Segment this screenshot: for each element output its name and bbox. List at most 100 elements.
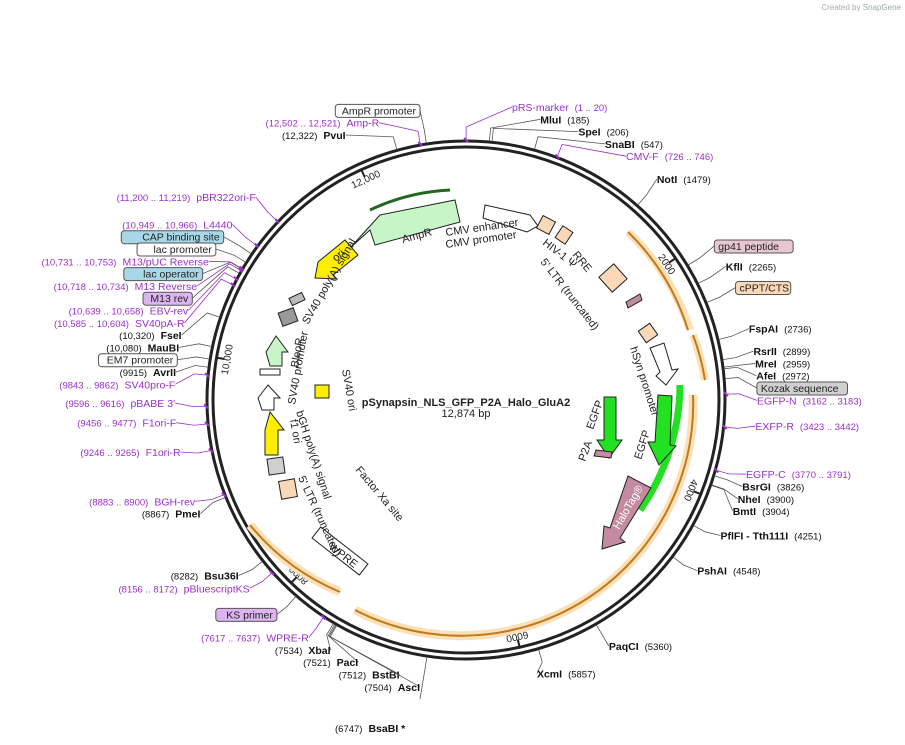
- site-leader-line: [308, 617, 324, 638]
- credit-prefix: Created by: [821, 3, 861, 12]
- site-ampr-promoter[interactable]: AmpR promoter: [334, 103, 427, 144]
- site-range: (10,585 .. 10,604): [54, 319, 129, 330]
- site-prs-marker[interactable]: pRS-marker(1 .. 20): [463, 102, 608, 143]
- site-amp-r[interactable]: (12,502 .. 12,521)Amp-R: [266, 118, 424, 147]
- site-cap-binding-site[interactable]: CAP binding site: [120, 230, 252, 255]
- site-bsabi[interactable]: (6747)BsaBI *: [335, 656, 428, 735]
- site-asci[interactable]: (7504)AscI: [329, 625, 421, 694]
- site-noti[interactable]: NotI(1479): [637, 174, 711, 206]
- site-lac-promoter[interactable]: lac promoter: [136, 242, 246, 263]
- primer-mark: [463, 137, 469, 143]
- site-label: EGFP-C(3770 .. 3791): [746, 469, 851, 481]
- site-leader-line: [184, 278, 234, 324]
- site-ks-primer[interactable]: KS primer: [215, 596, 297, 622]
- site-label: AmpR promoter: [342, 105, 417, 117]
- enzyme-name: AfeI: [756, 371, 776, 383]
- site-pbluescriptks[interactable]: (8156 .. 8172)pBluescriptKS: [119, 570, 275, 595]
- site-f1ori-f[interactable]: (9456 .. 9477)F1ori-F: [77, 418, 210, 430]
- enzyme-position: (4251): [794, 532, 821, 543]
- site-lac-operator[interactable]: lac operator: [123, 261, 242, 282]
- site-leader-line: [419, 656, 428, 700]
- tick-mark: [359, 168, 366, 178]
- site-leader-line: [181, 312, 220, 336]
- site-pmei[interactable]: (8867)PmeI: [142, 497, 226, 521]
- site-leader-line: [723, 363, 756, 368]
- site-kozak-sequence[interactable]: Kozak sequence: [725, 377, 848, 396]
- site-leader-line: [724, 366, 757, 377]
- orange-bands: [246, 229, 709, 641]
- enzyme-position: (7504): [364, 683, 391, 694]
- site-paci[interactable]: (7521)PacI: [303, 624, 359, 669]
- site-fspai[interactable]: FspAI(2736): [718, 324, 812, 340]
- site-box: [142, 291, 193, 306]
- site-sv40pa-r[interactable]: (10,585 .. 10,604)SV40pA-R: [54, 278, 236, 330]
- site-bsrgi[interactable]: BsrGI(3826): [714, 475, 805, 494]
- green-arc-amp: [369, 188, 451, 212]
- site-egfp-c[interactable]: EGFP-C(3770 .. 3791): [713, 467, 851, 481]
- site-pbabe-3-[interactable]: (9596 .. 9616)pBABE 3': [65, 398, 209, 410]
- site-cppt-cts[interactable]: cPPT/CTS: [706, 281, 792, 303]
- site-mrei[interactable]: MreI(2959): [723, 358, 810, 370]
- site-egfp-n[interactable]: EGFP-N(3162 .. 3183): [723, 391, 862, 407]
- plasmid-size: 12,874 bp: [442, 408, 491, 420]
- enzyme-position: (206): [607, 128, 629, 139]
- egfp-arrow-2: [647, 394, 677, 466]
- site-m13-rev[interactable]: M13 rev: [142, 266, 240, 306]
- enzyme-name: NotI: [657, 174, 677, 186]
- enzyme-position: (8282): [171, 572, 198, 583]
- site-box: [735, 281, 792, 296]
- site-bstbi[interactable]: (7512) BstBI: [328, 624, 400, 682]
- site-name: WPRE-R: [266, 633, 309, 645]
- site-rsrii[interactable]: RsrII(2899): [722, 346, 810, 361]
- site-bsu36i[interactable]: (8282)Bsu36I: [171, 561, 263, 583]
- site-pshai[interactable]: PshAI(4548): [672, 556, 760, 578]
- site-bmti[interactable]: BmtI(3904): [711, 484, 790, 518]
- site-m13-reverse[interactable]: (10,718 .. 10,734)M13 Reverse: [54, 263, 244, 293]
- site-l4440[interactable]: (10,949 .. 10,966)L4440: [122, 219, 260, 249]
- site-cmv-f[interactable]: CMV-F(726 .. 746): [554, 143, 713, 163]
- site-bgh-rev[interactable]: (8883 .. 8900)BGH-rev: [89, 492, 227, 509]
- site-snabi[interactable]: SnaBI(547): [534, 136, 663, 151]
- site-range: (12,502 .. 12,521): [266, 119, 341, 130]
- site-exfp-r[interactable]: EXFP-R(3423 .. 3442): [721, 421, 859, 433]
- site-spei[interactable]: SpeI(206): [491, 127, 629, 142]
- site-pflfi[interactable]: PflFI - Tth111I(4251): [693, 525, 822, 543]
- site-xcmi[interactable]: XcmI(5857): [536, 649, 596, 681]
- tick-label: 10,000: [220, 343, 236, 375]
- site-em7-promoter[interactable]: EM7 promoter: [98, 353, 210, 368]
- site-box: [98, 353, 178, 368]
- site-sv40pro-f[interactable]: (9843 .. 9862)SV40pro-F: [59, 372, 210, 391]
- site-leader-line: [326, 623, 334, 651]
- site-leader-line: [688, 245, 715, 266]
- enzyme-position: (7512): [339, 671, 366, 682]
- enzyme-position: (10,320): [119, 331, 154, 342]
- site-label: (7512) BstBI: [339, 670, 400, 682]
- enzyme-position: (547): [641, 140, 663, 151]
- site-nhei[interactable]: NheI(3900): [711, 484, 794, 506]
- site-name: pBR322ori-F: [196, 192, 256, 204]
- hiv-psi-box: [535, 214, 557, 236]
- site-f1ori-r[interactable]: (9246 .. 9265)F1ori-R: [80, 447, 214, 459]
- tick-mark: [693, 490, 703, 496]
- site-kfli[interactable]: KflI(2265): [698, 261, 776, 284]
- site-leader-line: [238, 561, 263, 576]
- site-wpre-r[interactable]: (7617 .. 7637)WPRE-R: [201, 614, 327, 645]
- site-xbai[interactable]: (7534)XbaI: [275, 623, 334, 657]
- site-leader-line: [195, 494, 225, 502]
- enzyme-name: BsrGI: [742, 482, 771, 494]
- site-mlui[interactable]: MluI(185): [489, 114, 589, 142]
- enzyme-position: (2899): [783, 347, 810, 358]
- primer-mark: [204, 372, 210, 378]
- site-pbr322ori-f[interactable]: (11,200 .. 11,219)pBR322ori-F: [117, 192, 281, 224]
- site-maubi[interactable]: (10,080)MauBI: [106, 342, 212, 354]
- site-range: (1 .. 20): [575, 103, 608, 114]
- site-pvui[interactable]: (12,322)PvuI: [282, 130, 398, 150]
- site-avrii[interactable]: (9915)AvrII: [120, 365, 209, 379]
- site-ebv-rev[interactable]: (10,639 .. 10,658)EBV-rev: [69, 272, 239, 318]
- site-label: cPPT/CTS: [740, 283, 790, 295]
- site-afei[interactable]: AfeI(2972): [724, 366, 810, 383]
- site-fsei[interactable]: (10,320)FseI: [119, 312, 220, 342]
- site-gp41-peptide[interactable]: gp41 peptide: [688, 239, 794, 266]
- site-paqci[interactable]: PaqCI(5360): [596, 624, 672, 653]
- enzyme-name: BstBI: [372, 670, 400, 682]
